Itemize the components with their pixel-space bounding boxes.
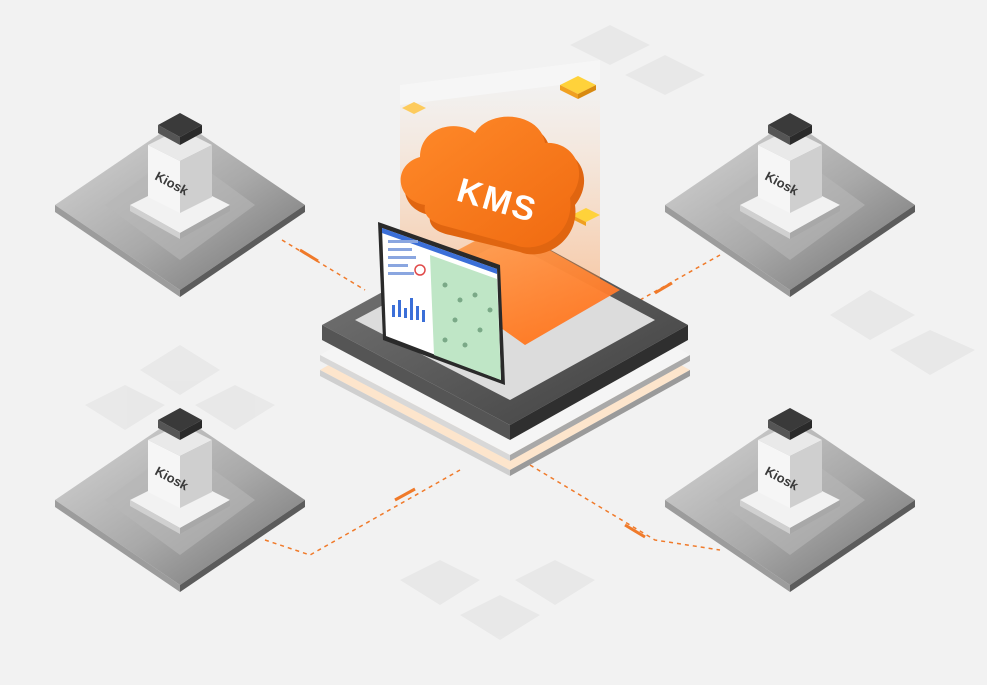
kiosk-terminal-icon: Kiosk <box>758 113 822 213</box>
tablet-dashboard-icon <box>378 222 505 385</box>
kiosk-node-top-left: Kiosk <box>55 113 305 297</box>
connector-top-right <box>639 254 721 301</box>
kiosk-node-top-right: Kiosk <box>665 113 915 297</box>
kiosk-node-bottom-right: Kiosk <box>665 408 915 592</box>
connector-accents <box>299 248 673 539</box>
kiosk-terminal-icon: Kiosk <box>758 408 822 508</box>
kiosk-node-bottom-left: Kiosk <box>55 408 305 592</box>
kms-center-node: KMS <box>320 60 690 476</box>
connector-bottom-right <box>529 464 721 551</box>
kiosk-terminal-icon: Kiosk <box>148 113 212 213</box>
cloud-icon: KMS <box>400 116 585 255</box>
kiosk-terminal-icon: Kiosk <box>148 408 212 508</box>
corner-pegs <box>402 76 600 226</box>
background-tiles <box>85 25 975 640</box>
connector-top-left <box>281 239 366 291</box>
connectors <box>264 239 721 556</box>
connector-bottom-left <box>264 469 461 556</box>
